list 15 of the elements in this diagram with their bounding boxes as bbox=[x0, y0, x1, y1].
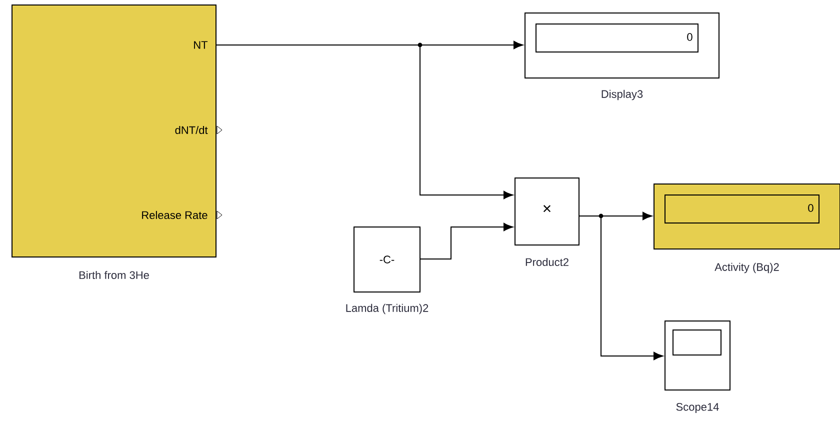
arrow bbox=[579, 216, 664, 360]
block-label: Activity (Bq)2 bbox=[714, 262, 779, 274]
scope-block bbox=[664, 320, 730, 390]
display-block: 0 bbox=[524, 12, 720, 78]
display-block: 0 bbox=[654, 184, 840, 250]
block-label: Lamda (Tritium)2 bbox=[346, 304, 428, 314]
arrow bbox=[420, 222, 514, 260]
product-block: × bbox=[514, 178, 580, 246]
subsystem-block: NT dNT/dt Release Rate bbox=[12, 4, 222, 258]
block-label: Display3 bbox=[602, 90, 643, 100]
constant-block: -C- bbox=[354, 226, 420, 292]
block-label: Birth from 3He bbox=[79, 270, 149, 280]
block-label: Product2 bbox=[526, 258, 568, 266]
arrow bbox=[216, 44, 514, 200]
block-label: Scope14 bbox=[676, 403, 719, 413]
